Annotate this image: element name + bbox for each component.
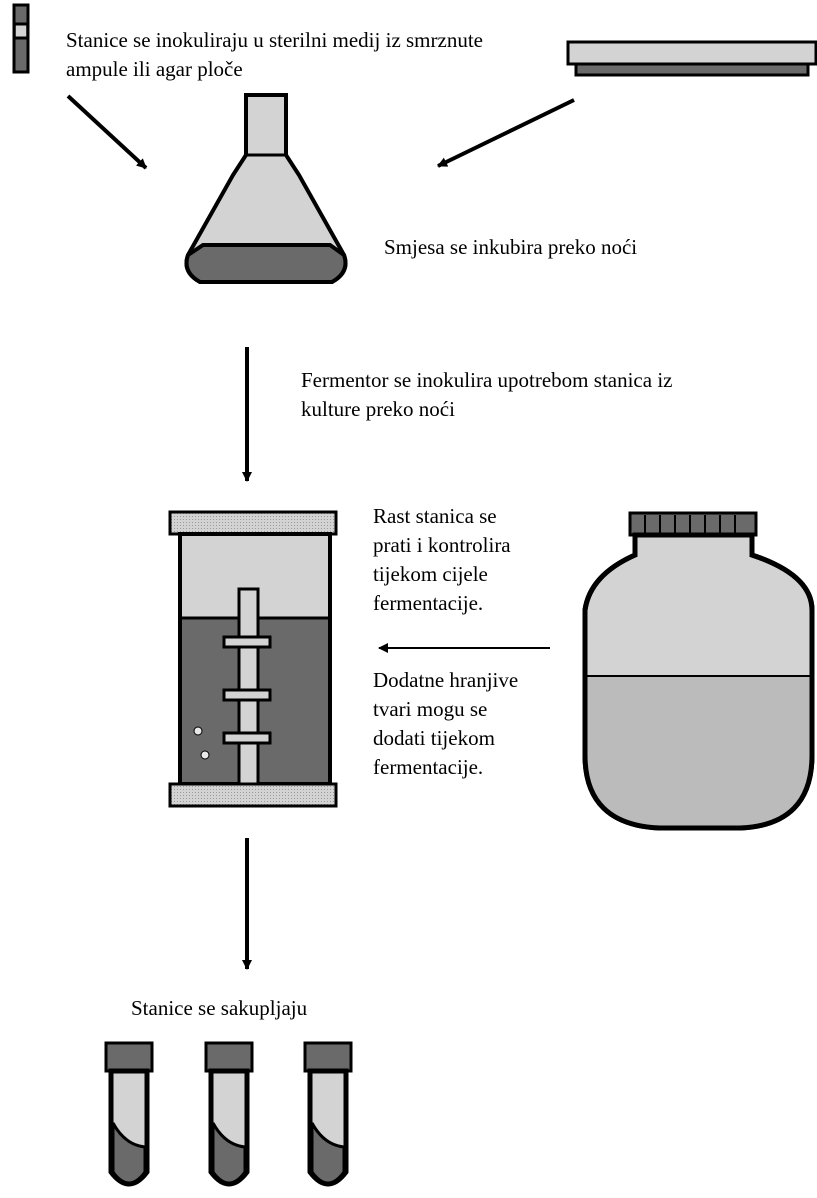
label-inoculate-line1: Stanice se inokuliraju u sterilni medij … <box>66 28 483 52</box>
label-monitor-line2: prati i kontrolira <box>373 533 511 557</box>
label-inoculate: Stanice se inokuliraju u sterilni medij … <box>66 26 483 84</box>
label-fermentor-line1: Fermentor se inokulira upotrebom stanica… <box>301 368 673 392</box>
label-nutrients: Dodatne hranjive tvari mogu se dodati ti… <box>373 666 518 782</box>
label-harvest: Stanice se sakupljaju <box>131 996 308 1020</box>
nutrient-bottle-icon <box>582 511 815 831</box>
label-monitor-line3: tijekom cijele <box>373 562 488 586</box>
label-incubate: Smjesa se inkubira preko noći <box>384 235 638 259</box>
label-monitor-growth: Rast stanica se prati i kontrolira tijek… <box>373 502 511 618</box>
label-nutrients-line4: fermentacije. <box>373 755 484 779</box>
label-inoculate-line2: ampule ili agar ploče <box>66 57 243 81</box>
label-monitor-line1: Rast stanica se <box>373 504 497 528</box>
label-monitor-line4: fermentacije. <box>373 591 484 615</box>
label-fermentor-line2: kulture preko noći <box>301 397 455 421</box>
agar-plate-icon <box>566 40 817 77</box>
harvest-tube-icon <box>204 1041 254 1187</box>
flask-icon <box>184 93 348 284</box>
fermentor-icon <box>168 510 338 808</box>
harvest-tube-icon <box>104 1041 154 1187</box>
label-nutrients-line2: tvari mogu se <box>373 697 488 721</box>
harvest-tube-icon <box>303 1041 353 1187</box>
arrow-plate-to-flask <box>437 98 575 168</box>
label-fermentor-inoculation: Fermentor se inokulira upotrebom stanica… <box>301 366 672 424</box>
frozen-vial-icon <box>12 3 30 74</box>
arrow-vial-to-flask <box>66 94 148 170</box>
label-nutrients-line3: dodati tijekom <box>373 726 495 750</box>
label-nutrients-line1: Dodatne hranjive <box>373 668 519 692</box>
